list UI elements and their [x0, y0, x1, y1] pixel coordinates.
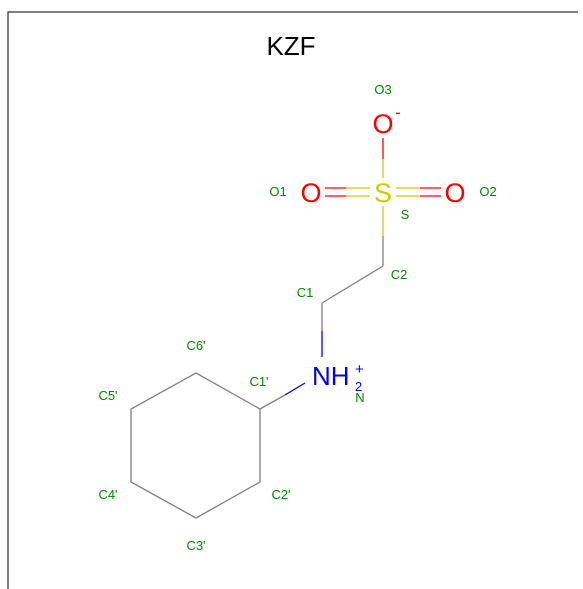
cyclohexane-ring [130, 372, 261, 519]
label-c1p: C1' [249, 374, 268, 389]
bond-c2-c1 [321, 265, 384, 304]
atom-name-labels: O3 O1 O2 S C2 C1 N C1' C6' C5' C4' C3' C… [98, 82, 496, 553]
label-s: S [401, 207, 410, 222]
label-o2: O2 [479, 184, 496, 199]
label-c1: C1 [297, 285, 314, 300]
label-o3: O3 [374, 82, 391, 97]
atom-symbols: O - O O S NH 2 + [300, 103, 465, 394]
atom-s-symbol: S [374, 178, 392, 208]
frame-border [7, 11, 578, 589]
atom-o2-symbol: O [444, 178, 465, 208]
atom-o3-symbol: O [372, 109, 393, 139]
atom-o1-symbol: O [300, 178, 321, 208]
label-n: N [355, 390, 364, 405]
atom-n-symbol: NH [312, 361, 350, 391]
label-c4p: C4' [98, 487, 117, 502]
label-c3p: C3' [186, 538, 205, 553]
label-c5p: C5' [98, 388, 117, 403]
atom-n-charge: + [355, 361, 364, 378]
bonds [130, 138, 441, 519]
label-c2: C2 [391, 267, 408, 282]
bond-n-c1p-n-half [284, 382, 306, 396]
diagram-title: KZF [266, 31, 315, 61]
label-c6p: C6' [186, 338, 205, 353]
atom-n-h-count: 2 [355, 379, 362, 394]
label-o1: O1 [269, 184, 286, 199]
bond-n-c1p-c-half [259, 394, 286, 410]
atom-o3-charge: - [395, 103, 401, 122]
label-c2p: C2' [271, 487, 290, 502]
